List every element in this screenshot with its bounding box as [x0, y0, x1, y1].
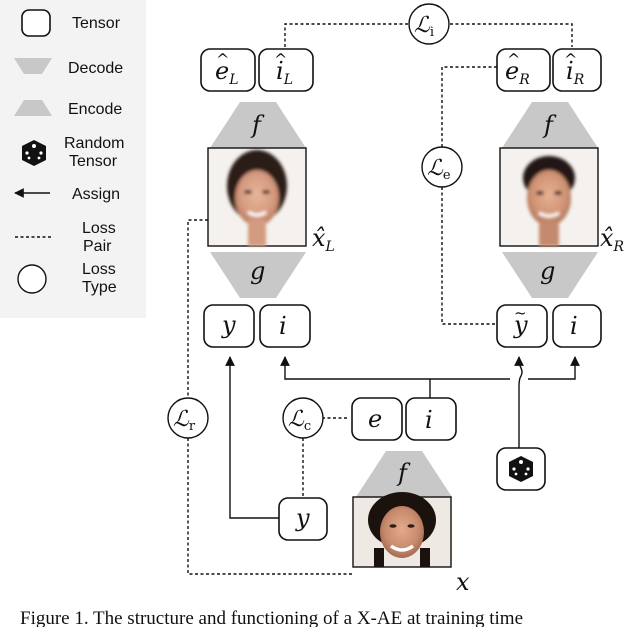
random-tensor-dice [496, 447, 546, 491]
legend-tensor-label: Tensor [72, 15, 121, 32]
loss-r-label: ℒr [173, 407, 196, 434]
legend-encode-label: Encode [68, 101, 122, 118]
legend-loss-pair-label-1: Loss [82, 220, 116, 237]
e-hat-r-hat: ^ [507, 50, 520, 69]
i-right-symbol: i [570, 312, 578, 340]
encoder-f-right [502, 102, 598, 148]
legend-assign-label: Assign [72, 186, 120, 203]
connectors [187, 23, 580, 575]
legend-random-label-2: Tensor [69, 153, 118, 170]
y-left-box [203, 304, 255, 348]
legend: Tensor Decode Encode Random Tensor Assig… [0, 0, 146, 318]
legend-loss-type-label-2: Type [82, 279, 117, 296]
x-hat-l-label: x̂L [312, 224, 335, 255]
loss-i-label: ℒi [414, 13, 434, 40]
assign-i-left-arrow [280, 356, 430, 380]
encoder-f-left [210, 102, 306, 148]
decode-legend-icon [14, 58, 52, 74]
le-pair-line-bottom [441, 187, 497, 325]
e-box [351, 397, 403, 441]
reconstructed-face-right [499, 147, 599, 247]
e-hat-l-box [200, 48, 256, 92]
encode-legend-icon [14, 100, 52, 116]
reconstructed-face-left [207, 147, 307, 247]
decoder-g-left-label: g [250, 257, 265, 285]
decoder-g-left [210, 252, 306, 298]
x-input-label: x [456, 568, 470, 596]
i-hat-r-symbol: iR [566, 57, 585, 88]
legend-loss-pair-label-2: Pair [83, 238, 112, 255]
i-hat-l-box [258, 48, 314, 92]
lr-pair-line-bottom [187, 438, 353, 575]
e-hat-l-hat: ^ [216, 50, 229, 69]
assign-random-arrow [514, 356, 524, 448]
i-hat-r-box [552, 48, 602, 92]
assign-y-arrow [225, 356, 279, 519]
lr-pair-line-top [187, 219, 208, 398]
i-left-box [259, 304, 311, 348]
e-symbol: e [368, 405, 382, 433]
loss-e-circle [421, 146, 463, 188]
x-hat-r-label: x̂R [600, 224, 625, 255]
i-symbol: i [425, 406, 433, 434]
legend-random-label-1: Random [64, 135, 124, 152]
y-label-box [278, 497, 328, 541]
y-tilde-right-symbol: y [513, 311, 528, 339]
right-branch: eR ^ iR ^ f x̂R g y ~ i [496, 48, 625, 348]
loss-circles: ℒi ℒe ℒr ℒc [167, 3, 463, 439]
loss-r-circle [167, 397, 209, 439]
figure-caption: Figure 1. The structure and functioning … [20, 608, 523, 627]
decoder-g-right-label: g [540, 257, 555, 285]
y-left-symbol: y [221, 311, 236, 339]
input-branch: e i f x y [278, 397, 546, 596]
i-right-box [552, 304, 602, 348]
li-pair-line-right [450, 23, 573, 47]
i-hat-l-symbol: iL [276, 57, 293, 88]
y-tilde-right-box [496, 304, 548, 348]
li-pair-line-left [284, 23, 408, 47]
encoder-f-input [356, 451, 452, 497]
le-pair-line-top [441, 66, 497, 148]
e-hat-r-symbol: eR [505, 57, 530, 88]
e-hat-r-box [496, 48, 551, 92]
loss-e-label: ℒe [427, 156, 451, 183]
legend-loss-type-label-1: Loss [82, 261, 116, 278]
dice-legend-icon [22, 140, 46, 166]
decoder-g-right [502, 252, 598, 298]
assign-i-right-arrow [528, 356, 580, 380]
loss-type-legend-icon [17, 264, 47, 294]
y-tilde-mark: ~ [514, 304, 527, 322]
left-branch: eL ^ iL ^ f x̂L g y i [200, 48, 335, 348]
e-hat-l-symbol: eL [215, 57, 239, 88]
loss-c-circle [282, 397, 324, 439]
loss-c-label: ℒc [288, 407, 311, 434]
i-box [405, 397, 457, 441]
y-label-symbol: y [295, 504, 310, 532]
loss-i-circle [408, 3, 450, 45]
i-hat-l-hat: ^ [274, 50, 287, 69]
i-hat-r-hat: ^ [564, 50, 577, 69]
tensor-legend-icon [21, 9, 51, 37]
legend-decode-label: Decode [68, 60, 123, 77]
input-face [352, 492, 452, 568]
i-left-symbol: i [279, 312, 287, 340]
